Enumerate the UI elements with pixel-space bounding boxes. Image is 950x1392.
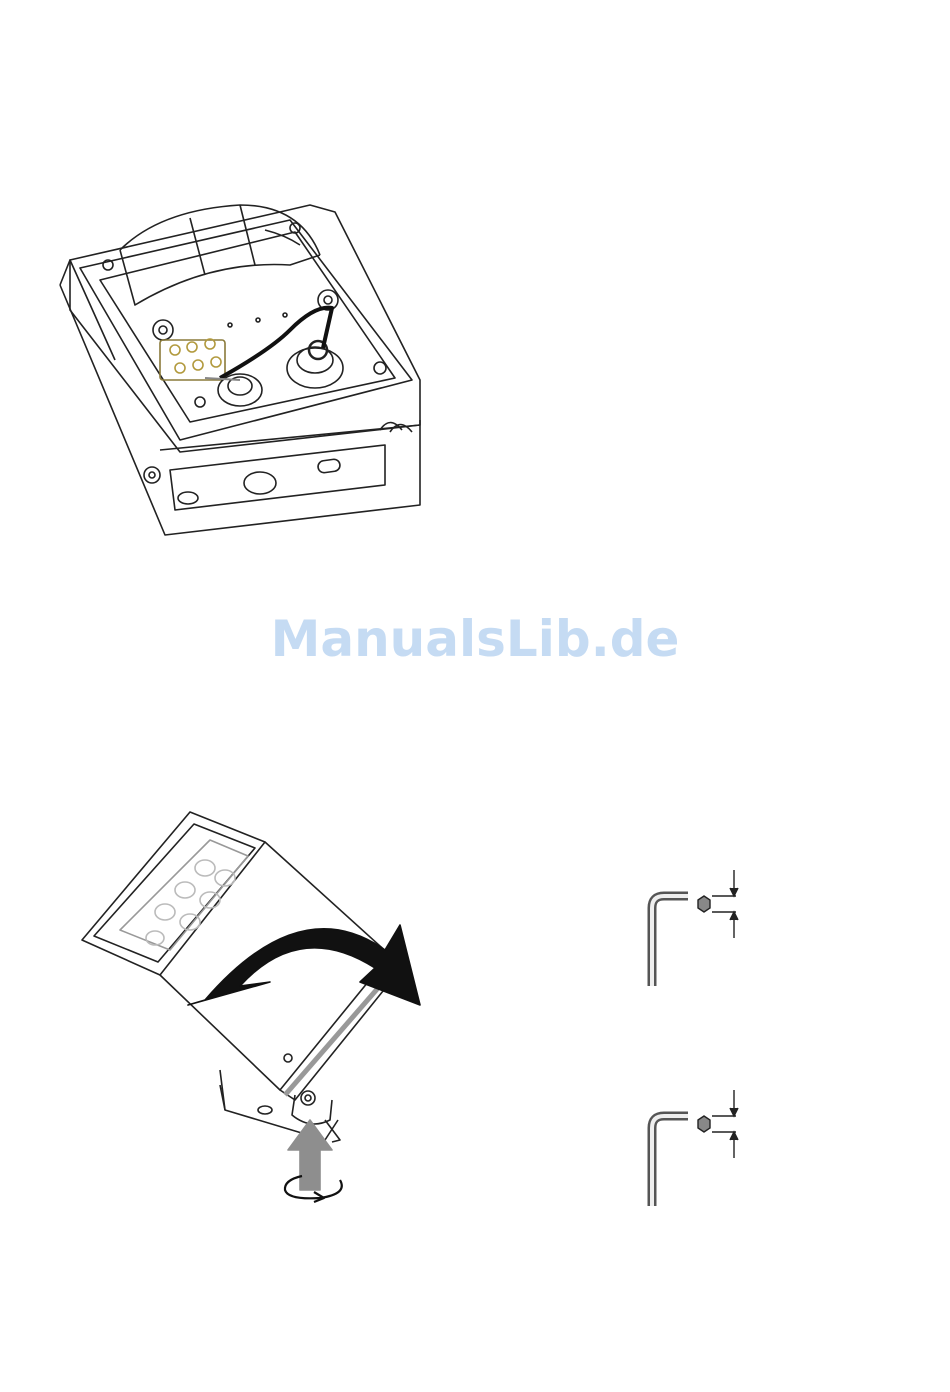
watermark: ManualsLib.de: [0, 610, 950, 668]
junction-box-illustration: [40, 190, 440, 550]
fixture-tilt-illustration: [70, 800, 450, 1220]
hex-key-icon: [640, 1080, 760, 1220]
hex-key-icon: [640, 860, 760, 1000]
